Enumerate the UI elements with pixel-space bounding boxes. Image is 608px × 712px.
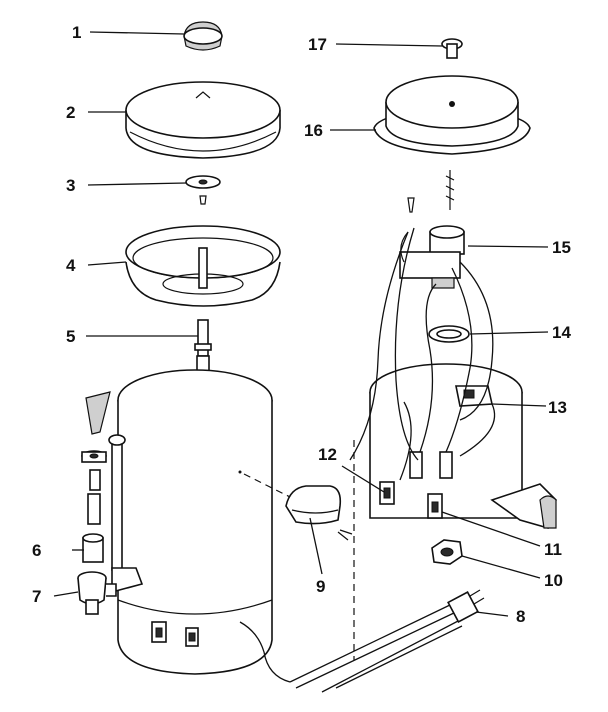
label-2: 2 — [66, 103, 75, 122]
part-6-seal — [82, 533, 104, 563]
label-13: 13 — [548, 398, 567, 417]
gauge-glass-assembly — [81, 391, 144, 594]
part-12-terminal — [379, 481, 395, 505]
part-2-lid — [125, 81, 281, 159]
internal-wiring — [349, 227, 496, 481]
part-1-knob — [183, 21, 223, 51]
label-6: 6 — [32, 541, 41, 560]
label-3: 3 — [66, 176, 75, 195]
label-15: 15 — [552, 238, 571, 257]
part-14-gasket — [428, 325, 470, 343]
part-10-nut — [431, 539, 463, 565]
part-3-spreader — [185, 175, 221, 205]
label-17: 17 — [308, 35, 327, 54]
part-8-power-cord — [239, 589, 485, 693]
label-9: 9 — [316, 577, 325, 596]
label-4: 4 — [66, 256, 76, 275]
label-1: 1 — [72, 23, 81, 42]
part-11-terminal — [409, 451, 453, 519]
label-7: 7 — [32, 587, 41, 606]
part-9-handle — [243, 473, 353, 541]
urn-body — [117, 369, 273, 675]
part-4-basket — [125, 225, 281, 307]
label-14: 14 — [552, 323, 571, 342]
part-15-thermostat — [399, 197, 465, 289]
label-12: 12 — [318, 445, 337, 464]
part-17-cap — [441, 38, 463, 59]
label-11: 11 — [544, 540, 562, 559]
label-8: 8 — [516, 607, 525, 626]
leader-lines — [53, 31, 549, 617]
label-16: 16 — [304, 121, 323, 140]
part-labels: 1 2 3 4 5 6 7 8 9 10 11 12 13 14 15 16 1… — [32, 23, 571, 626]
part-7-faucet — [77, 571, 117, 615]
label-5: 5 — [66, 327, 75, 346]
label-10: 10 — [544, 571, 563, 590]
part-16-base-cover — [373, 75, 531, 210]
